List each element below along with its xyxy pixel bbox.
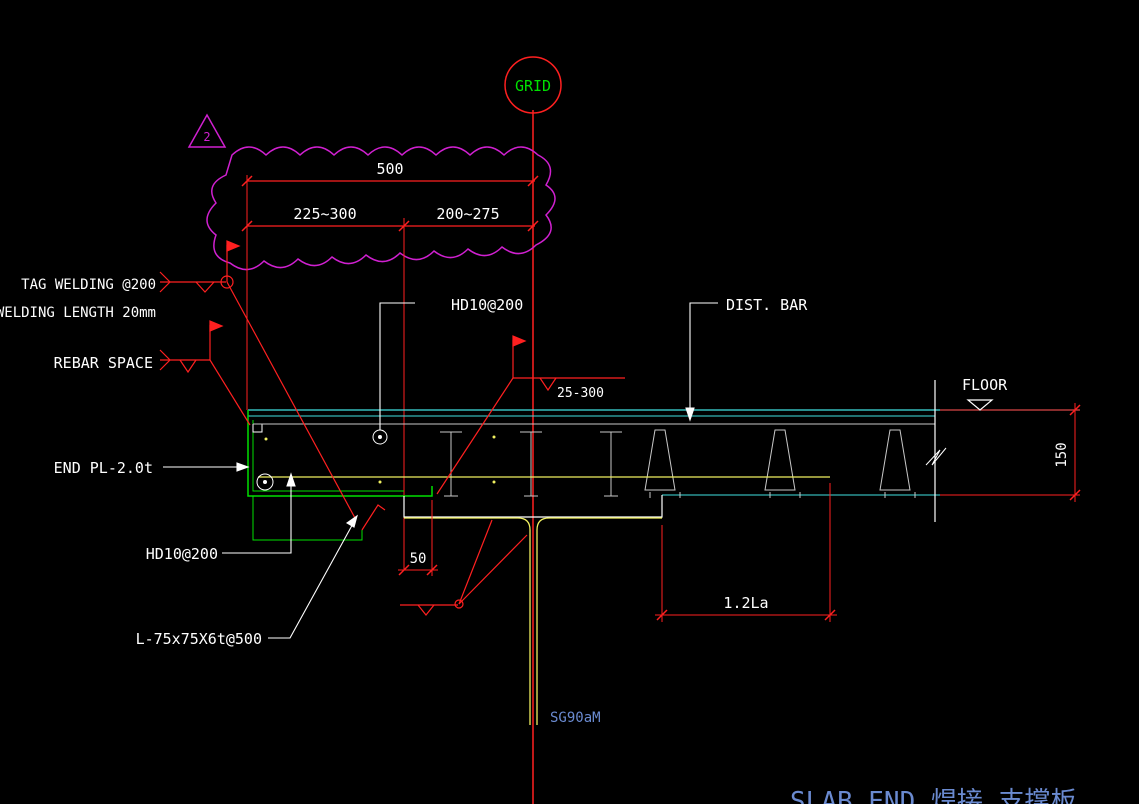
dist-bar-label: DIST. BAR <box>726 296 808 314</box>
dimension-total: 500 <box>241 160 539 187</box>
rebar-space-label: REBAR SPACE <box>54 354 153 372</box>
drawing-title: SLAB END 焊接 支撑板 <box>790 787 1077 804</box>
dim-gap-text: 50 <box>410 551 427 567</box>
bottom-weld-leader <box>400 519 528 616</box>
welding-tag-leader <box>159 240 386 531</box>
dim-thickness-text: 150 <box>1054 442 1070 467</box>
spacing-leader: 25-300 <box>436 335 625 495</box>
floor-label: FLOOR <box>962 376 1008 394</box>
tag-welding-label: TAG WELDING @200 <box>21 277 156 293</box>
revision-cloud <box>206 146 556 271</box>
revision-marker: 2 <box>187 113 227 148</box>
spacing-text: 25-300 <box>557 386 604 401</box>
rebar-space-leader <box>159 320 251 426</box>
rebars <box>256 429 830 725</box>
white-leaders <box>163 302 718 639</box>
grid-label: GRID <box>515 77 551 95</box>
hd10-bottom-label: HD10@200 <box>146 545 218 563</box>
dim-left-text: 225~300 <box>293 205 356 223</box>
revision-number: 2 <box>203 130 210 144</box>
dimension-split: 225~300 200~275 <box>241 205 539 232</box>
dim-lap-text: 1.2La <box>723 594 768 612</box>
end-plate <box>247 410 433 541</box>
dimension-gap: 50 <box>398 500 438 576</box>
dimension-lap: 1.2La <box>655 483 837 622</box>
dim-total-text: 500 <box>376 160 403 178</box>
deck-ribs <box>440 429 916 498</box>
beam-label: SG90aM <box>550 710 601 726</box>
grid-axis: GRID <box>504 56 562 804</box>
dimension-thickness: 150 <box>1054 403 1081 502</box>
slab-outline <box>248 409 1080 496</box>
concrete-outline <box>252 380 947 522</box>
end-plate-label: END PL-2.0t <box>54 459 153 477</box>
welding-length-label: WELDING LENGTH 20mm <box>0 305 156 321</box>
grid-bubble <box>504 56 562 114</box>
hd10-top-label: HD10@200 <box>451 296 523 314</box>
angle-label: L-75x75X6t@500 <box>136 630 262 648</box>
dim-right-text: 200~275 <box>436 205 499 223</box>
floor-marker: FLOOR <box>962 376 1008 411</box>
